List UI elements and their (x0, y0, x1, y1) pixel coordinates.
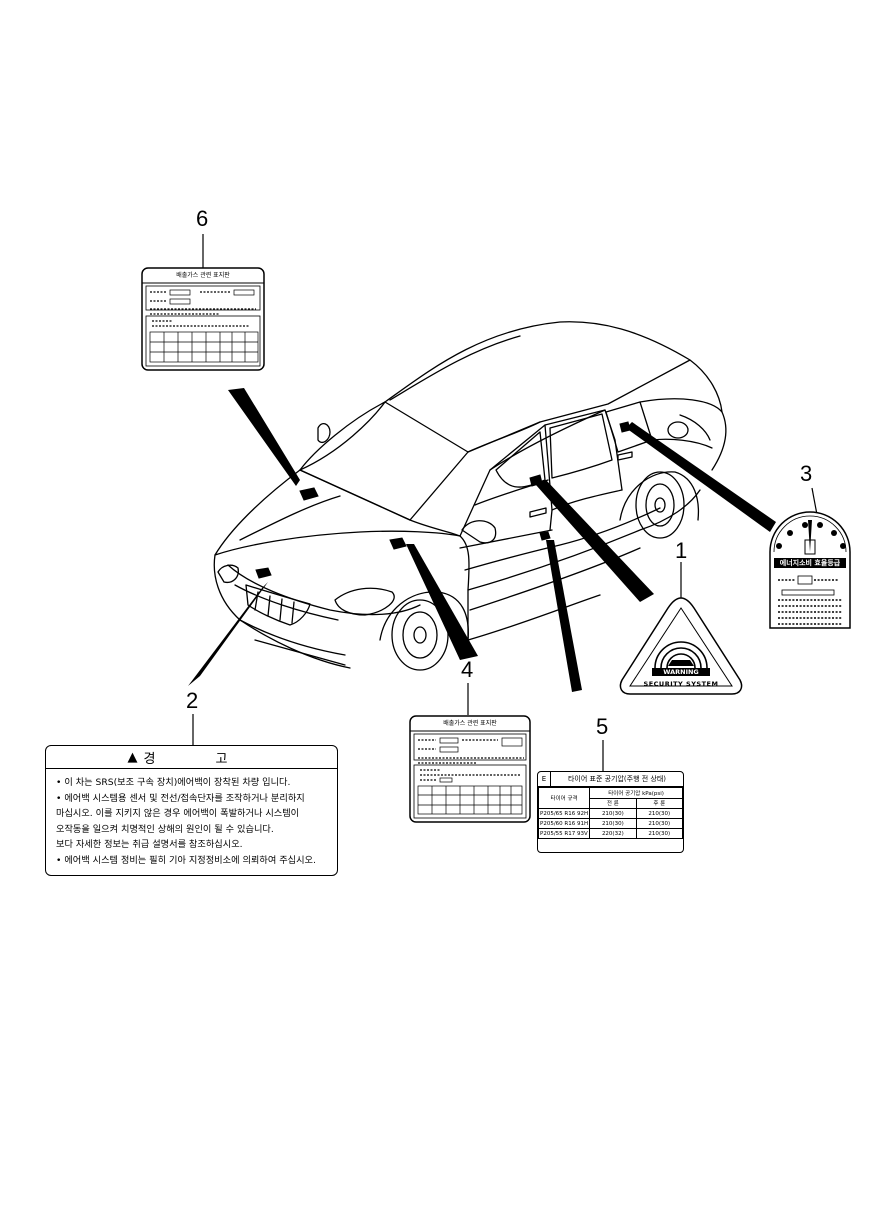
callout-4: 4 (461, 657, 474, 682)
label-1-warning-text: WARNING (663, 668, 699, 676)
label-4-title: 배출가스 관련 표지판 (443, 720, 497, 727)
label-5-tire-pressure: E 타이어 표준 공기압(주행 전 상태) 타이어 규격 타이어 공기압 kPa… (537, 771, 684, 853)
label-1-security-text: SECURITY SYSTEM (643, 680, 719, 688)
rear-pressure-cell: 210(30) (635, 818, 684, 829)
rear-pressure-cell: 210(30) (635, 808, 684, 819)
leader-2 (188, 582, 268, 686)
table-row: P205/60 R16 91H 210(30) 210(30) (537, 818, 684, 829)
tire-size-cell: P205/60 R16 91H (537, 818, 591, 829)
label-2-line: 보다 자세한 정보는 취급 설명서를 참조하십시오. (56, 839, 243, 850)
table-row: P205/55 R17 93V 220(32) 210(30) (537, 828, 684, 839)
leader-5 (546, 540, 582, 692)
label-2-header: ▲ 경 고 (46, 746, 337, 769)
label-2-airbag-warning: ▲ 경 고 • 이 차는 SRS(보조 구속 장치)에어백이 장착된 차량 입니… (45, 745, 338, 876)
label-2-line: 오작동을 일으켜 치명적인 상해의 원인이 될 수 있습니다. (56, 823, 274, 835)
table-row: P205/65 R16 92H 210(30) 210(30) (537, 808, 684, 819)
label-3-energy-label (769, 511, 851, 629)
label-5-header: E 타이어 표준 공기압(주행 전 상태) (538, 772, 683, 787)
label-2-line: • 이 차는 SRS(보조 구속 장치)에어백이 장착된 차량 입니다. (56, 777, 291, 788)
label-2-line: 마십시오. 이를 지키지 않은 경우 에어백이 폭발하거나 시스템이 (56, 808, 300, 819)
leader-3 (626, 422, 776, 532)
label-2-title: 경 고 (143, 751, 256, 767)
callout-5: 5 (596, 714, 609, 739)
label-2-line: • 에어백 시스템 정비는 필히 기아 지정정비소에 의뢰하여 주십시오. (56, 854, 316, 866)
label-5-title: 타이어 표준 공기압(주행 전 상태) (567, 775, 667, 783)
leader-1 (536, 480, 654, 602)
tire-size-cell: P205/55 R17 93V (537, 828, 591, 839)
leader-wedges (188, 388, 776, 692)
car-illustration (213, 321, 727, 671)
col-rear: 후 륜 (635, 797, 684, 809)
label-6-title: 배출가스 관련 표지판 (176, 272, 230, 279)
callout-lines (192, 234, 819, 771)
callout-2: 2 (186, 688, 199, 713)
callout-3: 3 (800, 461, 813, 486)
leader-4 (406, 544, 478, 660)
front-pressure-cell: 210(30) (589, 808, 637, 819)
label-3-title: 에너지소비 효율등급 (779, 559, 841, 567)
tire-pressure-table: 타이어 규격 타이어 공기압 kPa(psi) 전 륜 후 륜 P205/65 … (537, 787, 684, 839)
label-6-emission (141, 267, 265, 371)
label-locations (255, 421, 631, 579)
label-2-line: • 에어백 시스템용 센서 및 전선/접속단자를 조작하거나 분리하지 (56, 792, 305, 804)
col-group-pressure: 타이어 공기압 kPa(psi) (589, 787, 683, 799)
rear-pressure-cell: 210(30) (635, 828, 684, 839)
label-1-security-warning (619, 597, 743, 695)
front-pressure-cell: 220(32) (589, 828, 637, 839)
warning-triangle-icon: ▲ (127, 749, 138, 765)
callout-6: 6 (196, 206, 209, 231)
col-tire-size: 타이어 규격 (537, 787, 591, 809)
front-pressure-cell: 210(30) (589, 818, 637, 829)
label-5-tag: E (538, 772, 551, 786)
label-2-body: • 이 차는 SRS(보조 구속 장치)에어백이 장착된 차량 입니다. • 에… (46, 769, 337, 868)
label-4-emission (409, 715, 531, 823)
callout-1: 1 (675, 538, 688, 563)
col-front: 전 륜 (589, 797, 637, 809)
tire-size-cell: P205/65 R16 92H (537, 808, 591, 819)
leader-6 (228, 388, 300, 486)
